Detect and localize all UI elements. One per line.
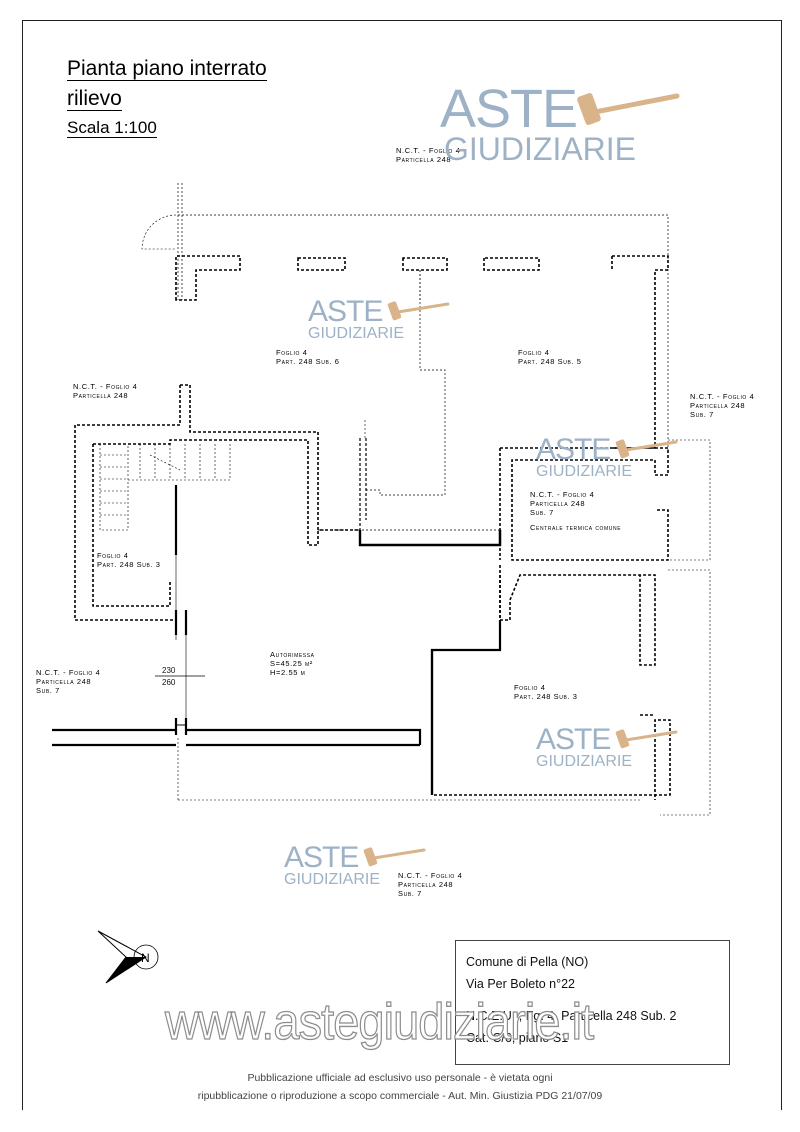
north-arrow-icon: N <box>97 930 159 984</box>
website-watermark: www.astegiudiziarie.it <box>164 992 594 1050</box>
cadastral-info-box: Comune di Pella (NO) Via Per Boleto n°22… <box>455 940 730 1065</box>
plan-scale: Scala 1:100 <box>67 118 157 138</box>
drawing-frame <box>22 20 782 1110</box>
dimension-230: 230 <box>162 666 176 675</box>
gavel-icon <box>363 847 426 867</box>
footer-line-2: ripubblicazione o riproduzione a scopo c… <box>197 1090 603 1102</box>
dimension-260: 260 <box>162 678 176 687</box>
footer-line-1: Pubblicazione ufficiale ad esclusivo uso… <box>247 1072 553 1084</box>
gavel-icon <box>387 301 450 321</box>
plan-subtitle: rilievo <box>67 87 122 112</box>
info-categoria: Cat. C/6, piano S1 <box>466 1031 569 1045</box>
gavel-icon <box>615 439 678 459</box>
gavel-icon <box>615 729 678 749</box>
north-label: N <box>141 951 150 965</box>
info-nceu: N.C.E.U. , Fg. 4, Particella 248 Sub. 2 <box>466 1009 677 1023</box>
info-via: Via Per Boleto n°22 <box>466 977 576 991</box>
info-comune: Comune di Pella (NO) <box>466 955 589 969</box>
plan-title: Pianta piano interrato <box>67 57 267 82</box>
gavel-icon <box>577 93 680 125</box>
